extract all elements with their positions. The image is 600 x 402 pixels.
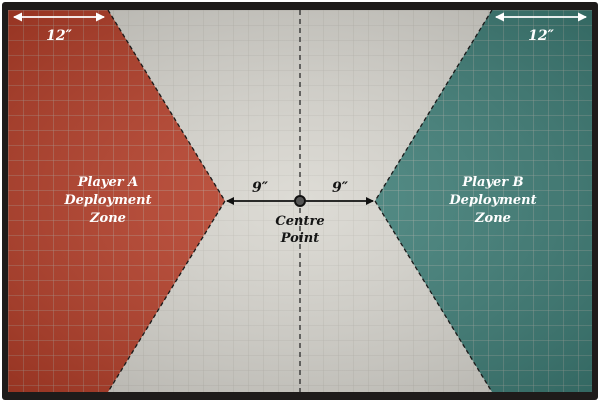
player-a-zone-label-line-3: Zone <box>89 211 126 226</box>
centre-point-label-line-2: Point <box>280 231 320 246</box>
zone-b-border <box>374 9 493 393</box>
left-edge-distance-label: 12″ <box>46 28 72 44</box>
player-a-zone-label-line-1: Player A <box>77 175 138 190</box>
player-b-zone-label-line-1: Player B <box>461 175 523 190</box>
player-a-zone-label-line-2: Deployment <box>63 193 151 208</box>
player-b-zone-label-line-3: Zone <box>474 211 511 226</box>
right-edge-distance-label: 12″ <box>528 28 554 44</box>
centre-point-label-line-1: Centre <box>275 214 324 229</box>
centre-point-marker <box>294 195 306 207</box>
zone-a-border <box>107 9 226 393</box>
right-centre-distance-label: 9″ <box>332 180 349 196</box>
left-centre-distance-label: 9″ <box>252 180 269 196</box>
player-b-zone-label-line-2: Deployment <box>448 193 536 208</box>
